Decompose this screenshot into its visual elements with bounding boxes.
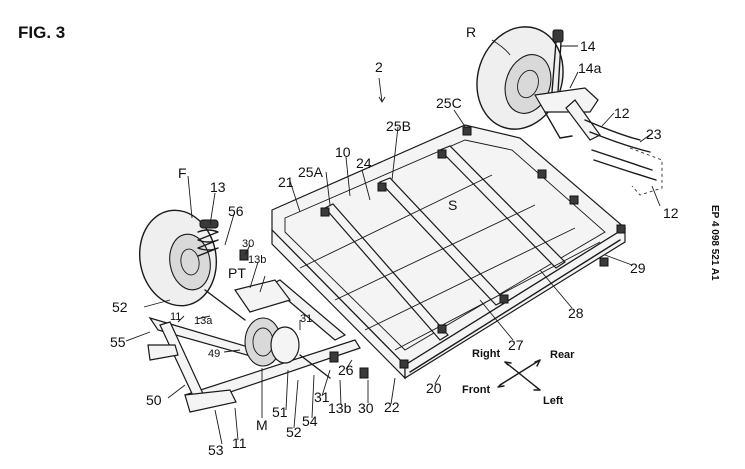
label-49: 49: [208, 348, 220, 360]
label-31-upper: 31: [300, 313, 312, 325]
label-12-top: 12: [614, 105, 630, 121]
front-wheel: [138, 209, 219, 307]
label-13: 13: [210, 179, 226, 195]
label-14: 14: [580, 38, 596, 54]
direction-indicator: [497, 359, 541, 391]
label-21: 21: [278, 174, 294, 190]
label-25C: 25C: [436, 95, 462, 111]
figure-title: FIG. 3: [18, 23, 65, 42]
rear-extension-members: [584, 119, 663, 196]
label-22: 22: [384, 399, 400, 415]
direction-left: Left: [543, 395, 564, 407]
label-54: 54: [302, 413, 318, 429]
direction-rear: Rear: [550, 349, 575, 361]
label-2: 2: [375, 59, 383, 75]
label-52-left: 52: [112, 299, 128, 315]
label-12-right: 12: [663, 205, 679, 221]
label-13b-upper: 13b: [248, 254, 266, 266]
rear-wheel: [476, 26, 601, 141]
label-14a: 14a: [578, 60, 602, 76]
label-26: 26: [338, 362, 354, 378]
direction-right: Right: [472, 348, 500, 360]
label-23: 23: [646, 126, 662, 142]
label-PT: PT: [228, 265, 246, 281]
label-R: R: [466, 24, 476, 40]
label-30-lower: 30: [358, 400, 374, 416]
label-25A: 25A: [298, 164, 324, 180]
label-31-lower: 31: [314, 389, 330, 405]
label-S: S: [448, 197, 457, 213]
label-11-bottom: 11: [232, 435, 247, 451]
label-M: M: [256, 417, 268, 433]
publication-number: EP 4 098 521 A1: [709, 205, 720, 281]
label-F: F: [178, 165, 187, 181]
label-20: 20: [426, 380, 442, 396]
leader-lines: [125, 39, 661, 445]
label-11-left: 11: [170, 311, 181, 323]
label-56: 56: [228, 203, 244, 219]
label-13a: 13a: [194, 315, 213, 327]
label-27: 27: [508, 337, 524, 353]
label-50: 50: [146, 392, 162, 408]
vehicle-platform-drawing: [125, 26, 663, 445]
label-51: 51: [272, 404, 288, 420]
direction-front: Front: [462, 384, 490, 396]
label-29: 29: [630, 260, 646, 276]
label-55: 55: [110, 334, 126, 350]
label-25B: 25B: [386, 118, 411, 134]
label-10: 10: [335, 144, 351, 160]
battery-frame: [271, 124, 627, 380]
front-subframe: [147, 249, 369, 413]
label-53: 53: [208, 442, 224, 458]
label-30-left: 30: [242, 238, 254, 250]
label-52-bottom: 52: [286, 424, 302, 440]
label-13b-lower: 13b: [328, 400, 352, 416]
callout-labels: 2 R 14 14a 12 23 12 25C 25B 10 24 25A 21…: [110, 24, 679, 458]
label-24: 24: [356, 155, 372, 171]
label-28: 28: [568, 305, 584, 321]
